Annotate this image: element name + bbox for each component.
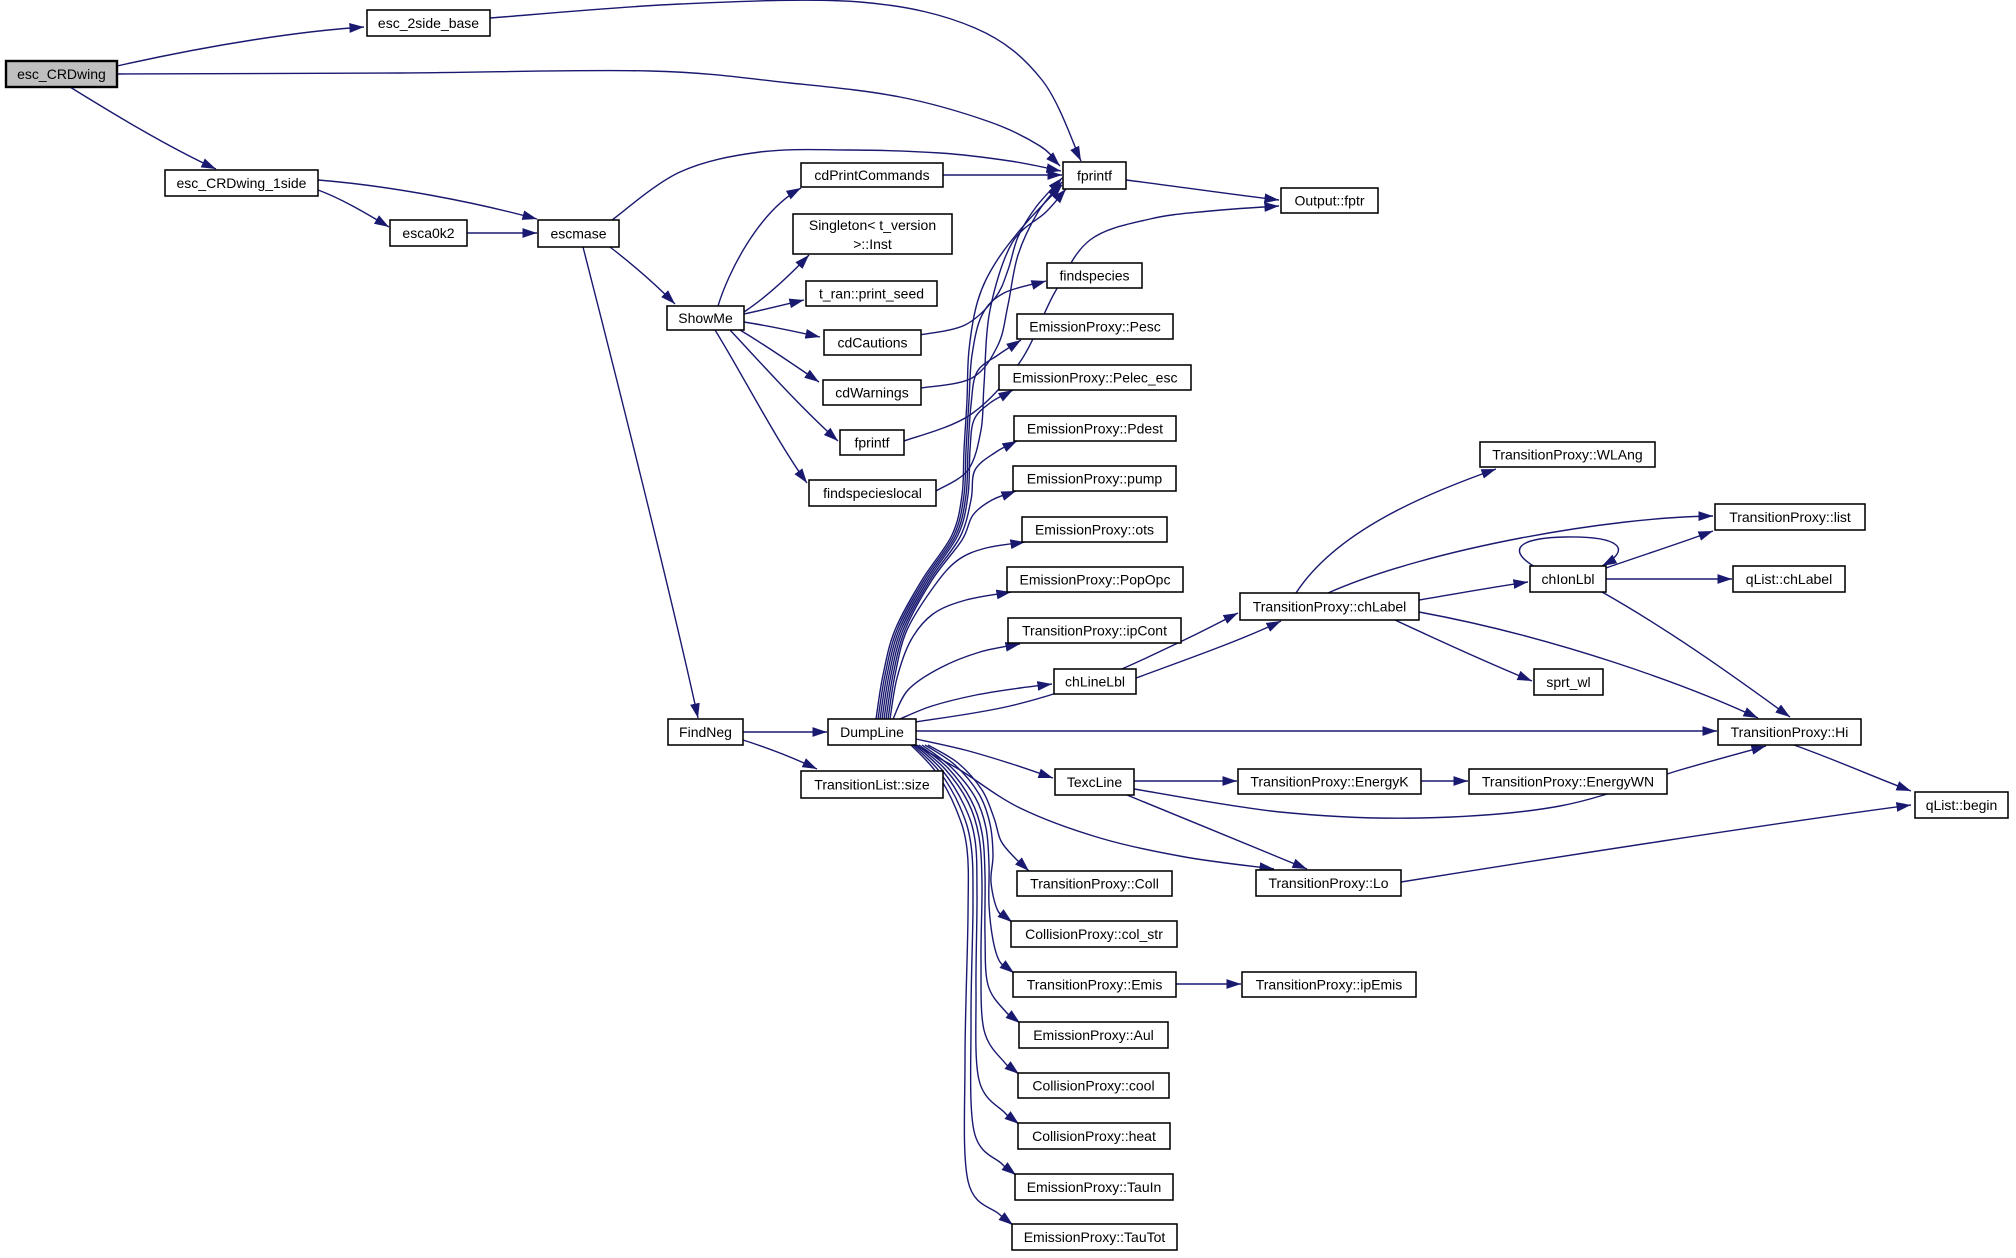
svg-text:TransitionProxy::list: TransitionProxy::list [1729, 509, 1851, 525]
svg-text:esca0k2: esca0k2 [402, 225, 454, 241]
svg-text:Singleton< t_version: Singleton< t_version [809, 217, 936, 233]
svg-text:TransitionProxy::ipCont: TransitionProxy::ipCont [1022, 623, 1167, 639]
svg-text:chIonLbl: chIonLbl [1542, 571, 1595, 587]
svg-text:ShowMe: ShowMe [678, 310, 733, 326]
svg-text:FindNeg: FindNeg [679, 724, 732, 740]
svg-text:EmissionProxy::Aul: EmissionProxy::Aul [1033, 1027, 1154, 1043]
svg-text:chLineLbl: chLineLbl [1065, 674, 1125, 690]
svg-text:DumpLine: DumpLine [840, 724, 904, 740]
svg-text:cdWarnings: cdWarnings [835, 385, 908, 401]
svg-text:qList::begin: qList::begin [1926, 797, 1998, 813]
svg-text:TransitionProxy::WLAng: TransitionProxy::WLAng [1492, 447, 1642, 463]
svg-text:TransitionList::size: TransitionList::size [814, 777, 930, 793]
svg-text:EmissionProxy::ots: EmissionProxy::ots [1035, 522, 1154, 538]
svg-text:>::Inst: >::Inst [853, 236, 892, 252]
svg-text:fprintf: fprintf [1077, 168, 1112, 184]
svg-text:esc_2side_base: esc_2side_base [378, 15, 479, 31]
svg-text:CollisionProxy::cool: CollisionProxy::cool [1032, 1078, 1154, 1094]
svg-text:TexcLine: TexcLine [1067, 774, 1122, 790]
svg-text:fprintf: fprintf [854, 435, 889, 451]
svg-text:t_ran::print_seed: t_ran::print_seed [819, 286, 924, 302]
svg-text:TransitionProxy::Hi: TransitionProxy::Hi [1731, 724, 1849, 740]
svg-text:EmissionProxy::pump: EmissionProxy::pump [1027, 471, 1163, 487]
svg-text:EmissionProxy::PopOpc: EmissionProxy::PopOpc [1020, 572, 1171, 588]
svg-text:qList::chLabel: qList::chLabel [1746, 571, 1832, 587]
svg-text:findspecieslocal: findspecieslocal [823, 485, 922, 501]
svg-text:CollisionProxy::col_str: CollisionProxy::col_str [1025, 926, 1163, 942]
svg-text:EmissionProxy::Pelec_esc: EmissionProxy::Pelec_esc [1013, 370, 1178, 386]
svg-text:cdCautions: cdCautions [837, 335, 907, 351]
svg-text:TransitionProxy::ipEmis: TransitionProxy::ipEmis [1256, 977, 1403, 993]
svg-text:TransitionProxy::Lo: TransitionProxy::Lo [1268, 875, 1388, 891]
svg-text:TransitionProxy::Coll: TransitionProxy::Coll [1030, 876, 1159, 892]
svg-text:sprt_wl: sprt_wl [1546, 674, 1590, 690]
svg-text:escmase: escmase [550, 226, 606, 242]
svg-text:EmissionProxy::TauTot: EmissionProxy::TauTot [1024, 1229, 1166, 1245]
svg-text:esc_CRDwing_1side: esc_CRDwing_1side [177, 175, 307, 191]
svg-text:findspecies: findspecies [1059, 268, 1129, 284]
svg-text:TransitionProxy::EnergyK: TransitionProxy::EnergyK [1250, 774, 1409, 790]
svg-text:Output::fptr: Output::fptr [1294, 193, 1364, 209]
svg-text:EmissionProxy::Pdest: EmissionProxy::Pdest [1027, 421, 1163, 437]
svg-text:TransitionProxy::chLabel: TransitionProxy::chLabel [1253, 599, 1407, 615]
svg-text:EmissionProxy::TauIn: EmissionProxy::TauIn [1027, 1179, 1162, 1195]
svg-text:TransitionProxy::EnergyWN: TransitionProxy::EnergyWN [1482, 774, 1654, 790]
svg-text:TransitionProxy::Emis: TransitionProxy::Emis [1027, 977, 1163, 993]
svg-text:EmissionProxy::Pesc: EmissionProxy::Pesc [1029, 319, 1160, 335]
svg-text:CollisionProxy::heat: CollisionProxy::heat [1032, 1128, 1156, 1144]
svg-text:esc_CRDwing: esc_CRDwing [17, 66, 106, 82]
svg-text:cdPrintCommands: cdPrintCommands [814, 167, 929, 183]
